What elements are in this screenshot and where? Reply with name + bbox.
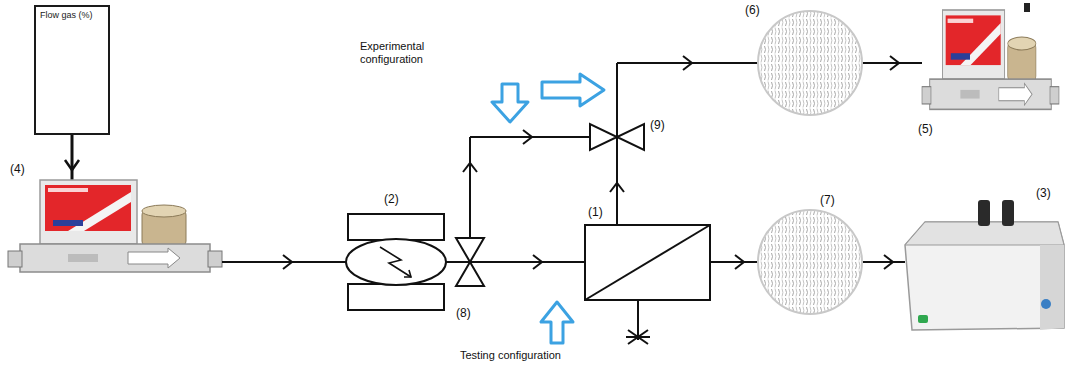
valve-symbol bbox=[590, 124, 617, 150]
lightning-symbol bbox=[380, 247, 411, 277]
feed-line bbox=[71, 135, 74, 180]
callout-number: (2) bbox=[384, 192, 399, 206]
heater-bracket bbox=[348, 284, 444, 310]
configuration-arrow bbox=[492, 74, 604, 343]
filter-symbol bbox=[758, 210, 862, 314]
callout-number: (9) bbox=[650, 118, 665, 132]
membrane-module bbox=[585, 225, 710, 300]
lightning-symbol bbox=[404, 270, 411, 277]
configuration-label: Testing configuration bbox=[460, 349, 610, 362]
cylinder-label: Flow gas (%) bbox=[36, 7, 108, 24]
valve-symbol bbox=[456, 238, 484, 262]
callout-number: (3) bbox=[1036, 186, 1051, 200]
valve-symbol bbox=[617, 124, 644, 150]
gas-cylinder: Flow gas (%) bbox=[34, 5, 110, 135]
callout-number: (6) bbox=[745, 3, 760, 17]
callout-number: (8) bbox=[456, 306, 471, 320]
heater-bracket bbox=[348, 214, 444, 240]
callout-number: (5) bbox=[918, 122, 933, 136]
callout-number: (7) bbox=[820, 193, 835, 207]
vacuum-pump bbox=[905, 200, 1064, 330]
heater-symbol bbox=[346, 239, 446, 285]
configuration-label: Experimental configuration bbox=[360, 40, 472, 66]
callout-number: (4) bbox=[10, 162, 25, 176]
closed-port bbox=[626, 330, 650, 344]
mass-flow-controller bbox=[922, 10, 1059, 109]
valve-symbol bbox=[456, 262, 484, 286]
controller-knob bbox=[1024, 3, 1030, 12]
filter-symbol bbox=[758, 11, 862, 115]
membrane-line bbox=[585, 225, 710, 300]
flow-arrowhead bbox=[65, 160, 79, 170]
callout-number: (1) bbox=[588, 205, 603, 219]
mass-flow-controller bbox=[8, 180, 222, 272]
